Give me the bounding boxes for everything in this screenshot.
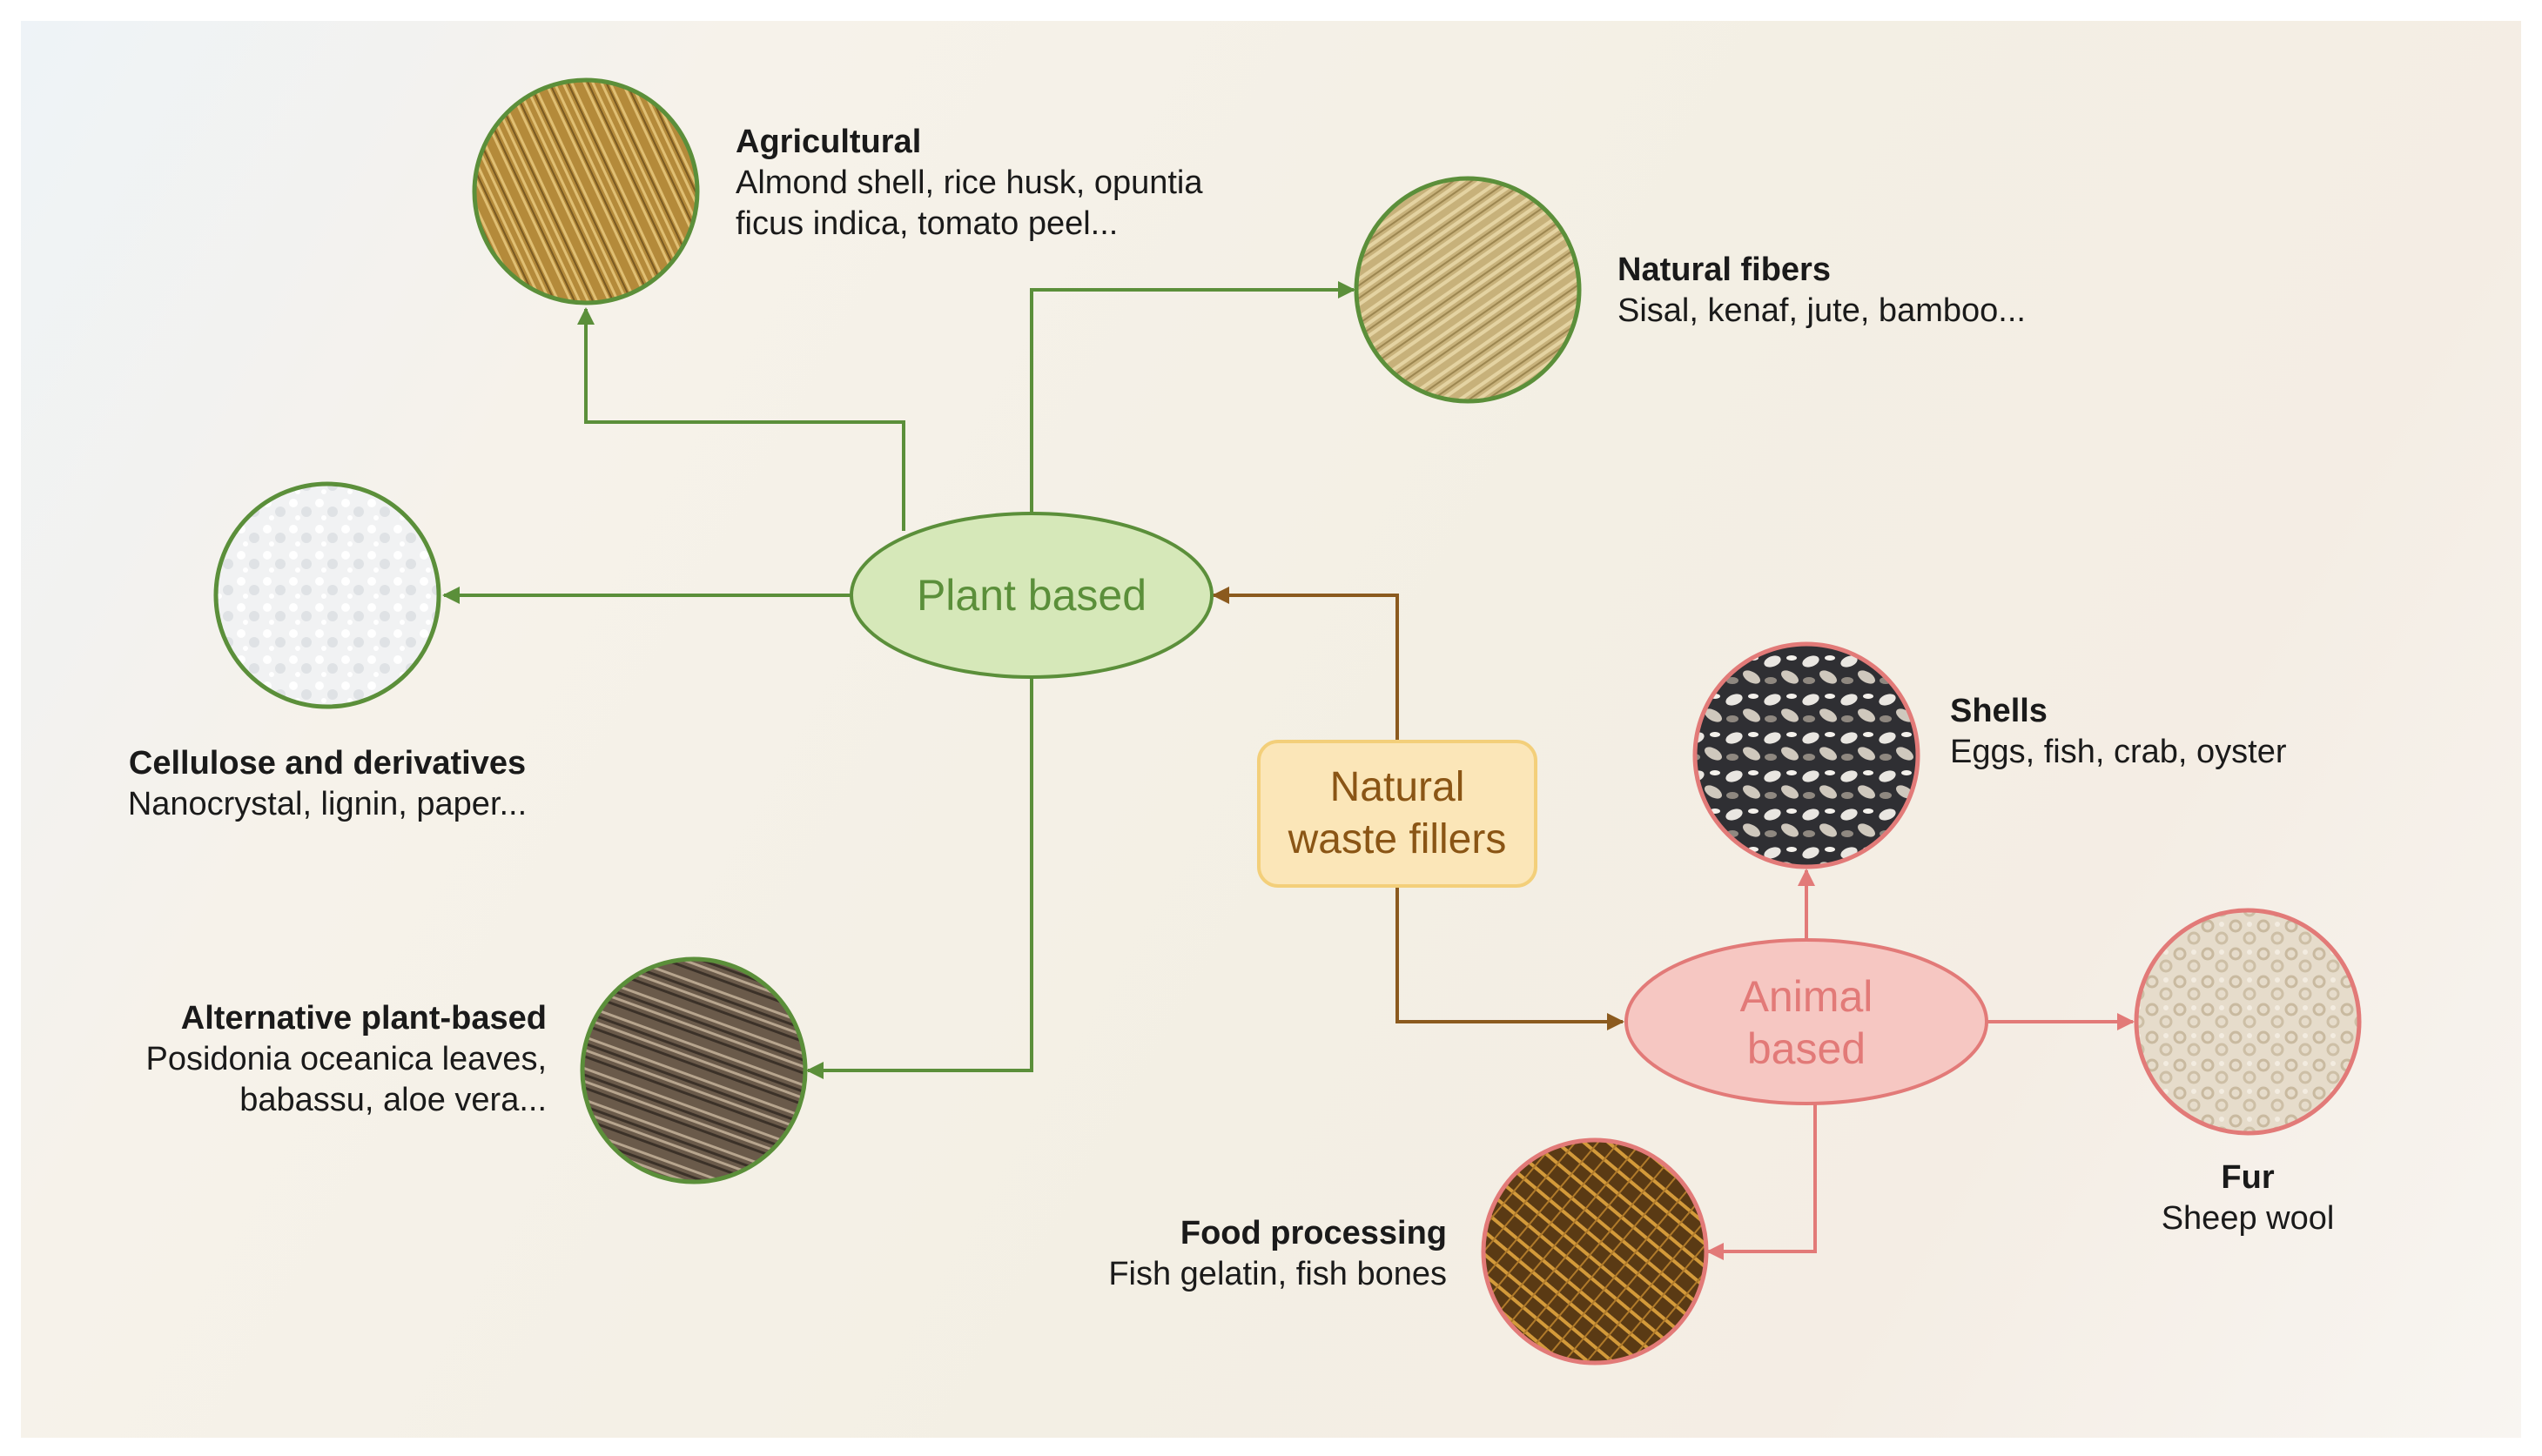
arrow-plant-to-alternative <box>806 677 1033 1079</box>
animal-based-node <box>1624 938 1988 1105</box>
natural-fibers-image <box>1354 176 1582 404</box>
alternative-desc-line2: babassu, aloe vera... <box>239 1082 547 1118</box>
fur-title: Fur <box>2221 1159 2275 1196</box>
alternative-image <box>580 956 808 1184</box>
center-label: Natural waste fillers <box>1259 741 1536 886</box>
cellulose-label: Cellulose and derivatives Nanocrystal, l… <box>66 743 588 825</box>
shells-desc: Eggs, fish, crab, oyster <box>1950 734 2287 770</box>
shells-title: Shells <box>1950 693 2048 729</box>
arrow-center-to-animal <box>1395 886 1624 1030</box>
center-line1: Natural <box>1329 764 1465 810</box>
alternative-label: Alternative plant-based Posidonia oceani… <box>52 998 547 1121</box>
fur-image <box>2134 908 2362 1136</box>
cellulose-image <box>213 481 441 709</box>
food-processing-label: Food processing Fish gelatin, fish bones <box>923 1213 1447 1295</box>
plant-based-node <box>850 512 1214 679</box>
cellulose-title: Cellulose and derivatives <box>128 745 527 782</box>
center-line2: waste fillers <box>1288 816 1507 862</box>
food-processing-desc: Fish gelatin, fish bones <box>1108 1256 1447 1292</box>
arrow-center-to-plant <box>1212 587 1399 741</box>
animal-based-label: Animal based <box>1626 966 1987 1079</box>
animal-based-line1: Animal <box>1739 972 1873 1021</box>
cellulose-desc: Nanocrystal, lignin, paper... <box>127 786 528 822</box>
natural-fibers-desc: Sisal, kenaf, jute, bamboo... <box>1617 292 2026 329</box>
alternative-title: Alternative plant-based <box>180 1000 547 1037</box>
food-processing-image <box>1481 1137 1709 1365</box>
shells-image <box>1692 641 1920 869</box>
fur-desc: Sheep wool <box>2161 1200 2335 1237</box>
plant-based-label: Plant based <box>851 548 1212 642</box>
plant-based-text: Plant based <box>916 571 1147 620</box>
animal-based-line2: based <box>1746 1024 1866 1073</box>
natural-fibers-title: Natural fibers <box>1617 252 1831 288</box>
diagram-background <box>21 21 2521 1438</box>
fur-label: Fur Sheep wool <box>2074 1157 2422 1239</box>
arrow-plant-to-agricultural <box>577 307 905 531</box>
natural-fibers-label: Natural fibers Sisal, kenaf, jute, bambo… <box>1617 250 2227 332</box>
alternative-desc-line1: Posidonia oceanica leaves, <box>145 1041 547 1077</box>
food-processing-title: Food processing <box>1180 1215 1447 1251</box>
agricultural-desc-line1: Almond shell, rice husk, opuntia <box>736 164 1203 201</box>
agricultural-image <box>472 77 700 305</box>
arrow-plant-to-natural-fibers <box>1030 281 1355 513</box>
agricultural-desc-line2: ficus indica, tomato peel... <box>736 205 1119 242</box>
shells-label: Shells Eggs, fish, crab, oyster <box>1950 691 2507 773</box>
agricultural-label: Agricultural Almond shell, rice husk, op… <box>736 122 1345 245</box>
arrow-animal-to-food <box>1706 1104 1817 1260</box>
agricultural-title: Agricultural <box>736 124 922 160</box>
center-node <box>1257 740 1537 888</box>
